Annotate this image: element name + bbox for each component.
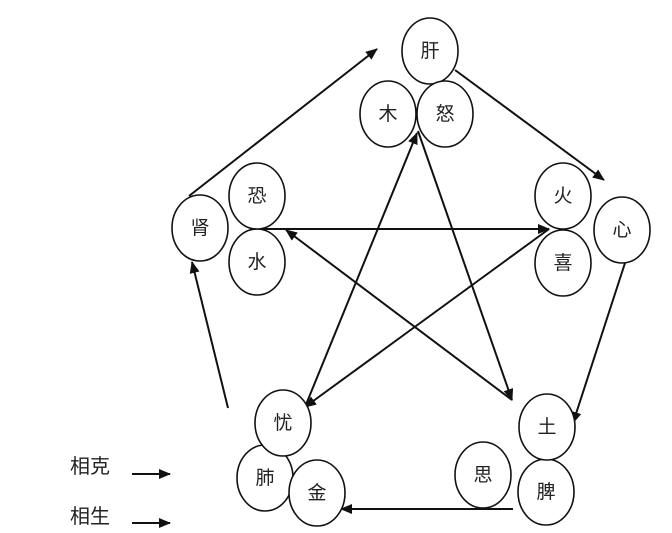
node-nu: 怒	[416, 80, 474, 148]
node-jin: 金	[288, 459, 346, 527]
node-fei: 肺	[236, 444, 294, 512]
node-xin: 心	[593, 196, 651, 264]
node-tu: 土	[518, 393, 576, 461]
restraining-arrow-huo-you	[304, 228, 550, 408]
generating-arrow-shen-gan	[188, 48, 378, 197]
node-label: 金	[307, 482, 326, 504]
node-circle	[454, 441, 512, 509]
node-xi: 喜	[534, 229, 592, 297]
node-label: 喜	[553, 252, 572, 274]
node-label: 肾	[190, 217, 209, 239]
generating-arrow-xin-tu	[571, 262, 626, 424]
node-mu: 木	[359, 80, 417, 148]
restraining-arrow-mu-tu	[417, 130, 514, 401]
node-huo: 火	[534, 162, 592, 230]
node-label: 恐	[247, 185, 266, 207]
legend-label-restraining: 相克	[70, 454, 110, 478]
legend-label-generating: 相生	[70, 504, 110, 528]
node-circle	[401, 17, 459, 85]
node-circle	[593, 196, 651, 264]
node-you: 忧	[254, 389, 312, 457]
node-shui: 水	[228, 228, 286, 296]
node-label: 火	[553, 185, 572, 207]
node-circle	[416, 80, 474, 148]
node-label: 心	[612, 219, 631, 241]
node-label: 水	[247, 251, 266, 273]
node-circle	[254, 389, 312, 457]
node-label: 思	[473, 464, 492, 486]
node-circle	[534, 162, 592, 230]
node-circle	[518, 393, 576, 461]
node-pi: 脾	[517, 458, 575, 526]
node-label: 脾	[536, 481, 555, 503]
legend: 相克 相生	[70, 454, 171, 528]
node-label: 木	[378, 103, 397, 125]
node-circle	[288, 459, 346, 527]
node-label: 肝	[420, 40, 439, 62]
nodes-layer: 肝木 怒心 火喜脾 土思 肺金 忧 肾水 恐	[171, 17, 651, 527]
node-gan: 肝	[401, 17, 459, 85]
node-label: 怒	[435, 103, 454, 125]
node-kong: 恐	[228, 162, 286, 230]
node-circle	[171, 194, 229, 262]
node-circle	[228, 162, 286, 230]
restraining-arrow-tu-shui	[285, 229, 513, 401]
node-label: 土	[537, 416, 556, 438]
node-si: 思	[454, 441, 512, 509]
node-circle	[534, 229, 592, 297]
restraining-arrow-you-mu	[304, 132, 418, 408]
node-shen: 肾	[171, 194, 229, 262]
node-label: 忧	[273, 412, 292, 434]
generating-arrow-gan-xin	[454, 69, 605, 181]
generating-arrow-fei-shen	[189, 261, 229, 409]
node-label: 肺	[255, 467, 274, 489]
edges-layer	[188, 48, 626, 514]
node-circle	[359, 80, 417, 148]
